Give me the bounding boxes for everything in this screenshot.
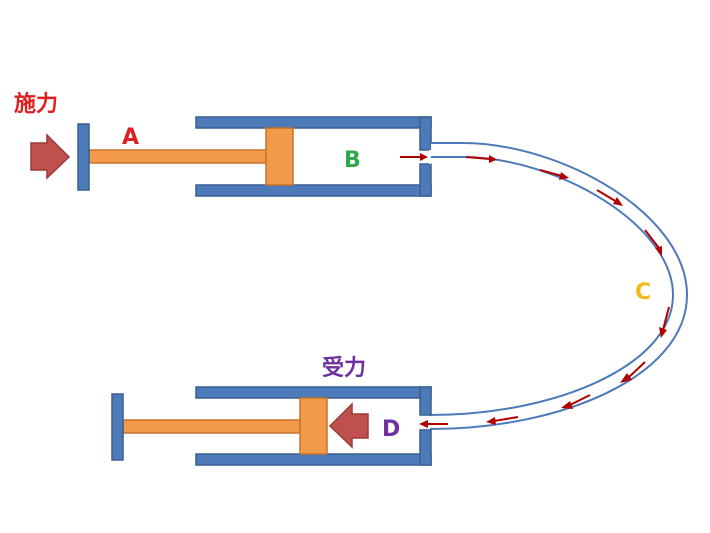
- flow-arrow-icon: [419, 420, 448, 428]
- receive-force-label: 受力: [322, 355, 366, 381]
- label-c: C: [635, 280, 651, 305]
- pipe: [429, 142, 688, 430]
- output-handle: [111, 393, 124, 461]
- label-d: D: [382, 417, 400, 442]
- label-a: A: [122, 125, 139, 150]
- flow-arrow-icon: [465, 155, 497, 163]
- arrow-left-icon: [328, 402, 369, 449]
- flow-arrow-icon: [400, 153, 428, 161]
- input-handle: [77, 123, 90, 191]
- flow-arrow-icon: [659, 306, 670, 338]
- output-rod: [122, 419, 304, 434]
- arrow-right-icon: [30, 133, 71, 180]
- output-piston: [299, 397, 328, 455]
- input-piston: [265, 127, 294, 186]
- flow-arrow-icon: [561, 394, 591, 409]
- apply-force-label: 施力: [14, 91, 58, 117]
- input-cylinder: [195, 116, 432, 197]
- input-rod: [88, 149, 270, 164]
- flow-arrow-icon: [644, 229, 662, 256]
- flow-arrows: [400, 153, 670, 428]
- flow-arrow-icon: [486, 416, 519, 425]
- flow-arrow-icon: [596, 189, 623, 206]
- flow-arrow-icon: [620, 361, 646, 383]
- flow-arrow-icon: [539, 169, 569, 180]
- label-b: B: [344, 148, 361, 173]
